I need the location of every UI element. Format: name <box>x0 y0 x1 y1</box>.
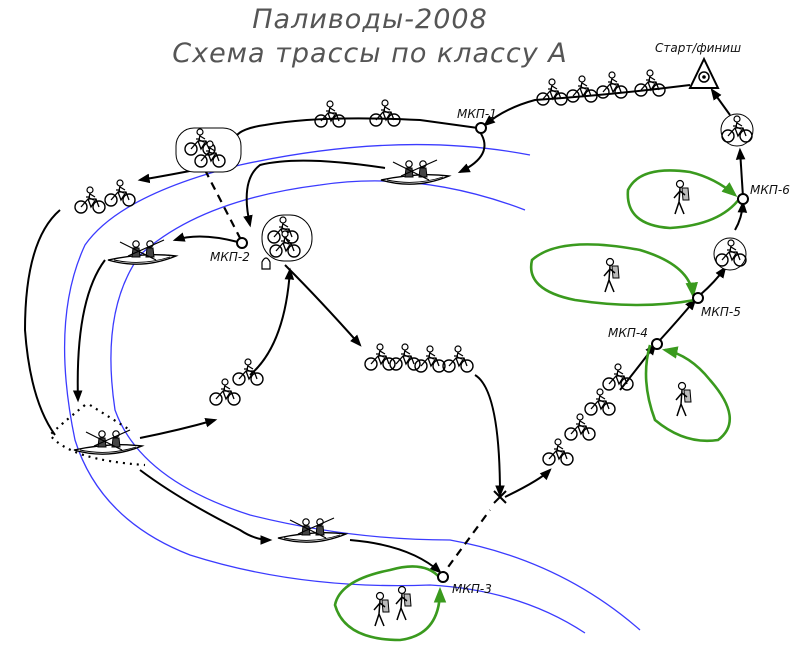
diagram-subtitle: Схема трассы по классу А <box>172 38 568 69</box>
label-mkp5: МКП-5 <box>701 305 741 319</box>
label-start: Старт/финиш <box>655 41 742 55</box>
mkp5-marker <box>692 292 704 304</box>
label-mkp6: МКП-6 <box>750 183 790 197</box>
transition-lines <box>48 169 491 579</box>
mkp3-marker <box>437 571 449 583</box>
diagram-title: Паливоды-2008 <box>252 4 488 35</box>
crossing-mark <box>493 490 507 504</box>
label-mkp4: МКП-4 <box>608 326 648 340</box>
main-route <box>23 84 748 574</box>
hiking-loops <box>333 169 742 642</box>
label-mkp2: МКП-2 <box>210 250 250 264</box>
label-mkp3: МКП-3 <box>452 582 492 596</box>
mkp2-marker <box>236 237 248 249</box>
mkp6-marker <box>737 193 749 205</box>
bag-icon <box>261 257 271 270</box>
checkpoint-markers <box>236 122 749 583</box>
river <box>63 143 641 634</box>
mkp4-marker <box>651 338 663 350</box>
start-finish-marker <box>688 56 720 89</box>
kayak-icon <box>73 159 450 543</box>
label-mkp1: МКП-1 <box>457 107 497 121</box>
mkp1-marker <box>475 122 487 134</box>
